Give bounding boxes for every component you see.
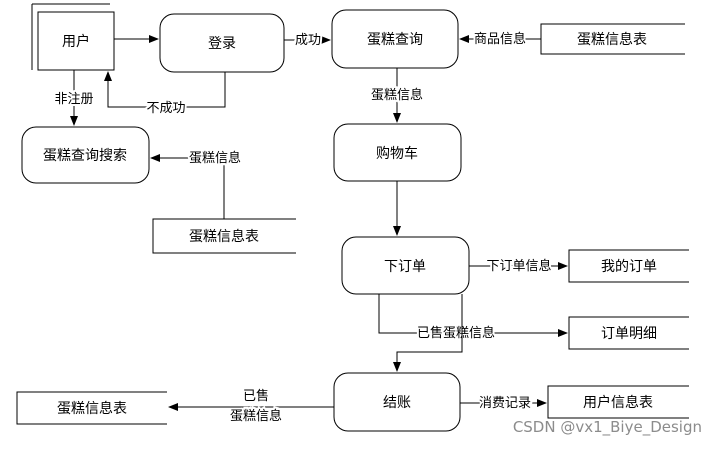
entity-user-label: 用户 <box>62 33 90 50</box>
flow-cake-info-down-label: 蛋糕信息 <box>371 87 423 103</box>
flow-product-info-label: 商品信息 <box>474 31 526 47</box>
store-user-info-table: 用户信息表 <box>547 385 689 419</box>
store-cake-info-table-mid-label: 蛋糕信息表 <box>189 228 259 245</box>
flow-order-to-details <box>378 294 568 337</box>
store-cake-info-table-bottom-label: 蛋糕信息表 <box>57 400 127 417</box>
flow-order-to-checkout <box>393 294 463 372</box>
flow-order-info-label: 下订单信息 <box>486 258 551 274</box>
process-cake-query-search: 蛋糕查询搜索 <box>21 126 150 184</box>
entity-user: 用户 <box>31 3 115 71</box>
process-place-order: 下订单 <box>341 236 470 295</box>
process-login-label: 登录 <box>208 36 236 52</box>
flow-sold-line2-label: 蛋糕信息 <box>230 408 282 424</box>
flow-consumption-record-label: 消费记录 <box>479 396 531 411</box>
store-cake-info-table-mid: 蛋糕信息表 <box>152 218 296 254</box>
store-my-orders: 我的订单 <box>568 249 689 283</box>
flow-success-label: 成功 <box>295 33 321 48</box>
store-cake-info-table-top: 蛋糕信息表 <box>540 23 685 55</box>
store-order-details-label: 订单明细 <box>601 326 657 342</box>
process-cake-query: 蛋糕查询 <box>331 9 459 69</box>
process-cart: 购物车 <box>333 123 462 182</box>
process-checkout: 结账 <box>333 372 461 432</box>
process-cart-label: 购物车 <box>376 145 418 162</box>
process-cake-query-search-label: 蛋糕查询搜索 <box>43 147 127 164</box>
process-cake-query-label: 蛋糕查询 <box>367 32 423 48</box>
flow-login-failed <box>104 71 226 108</box>
process-login: 登录 <box>159 13 285 73</box>
store-user-info-table-label: 用户信息表 <box>583 394 653 411</box>
flow-failed-label: 不成功 <box>146 101 185 116</box>
flow-not-registered-label: 非注册 <box>54 92 93 107</box>
store-cake-info-table-bottom: 蛋糕信息表 <box>16 391 167 425</box>
store-order-details: 订单明细 <box>568 316 689 350</box>
watermark-text: CSDN @vx1_Biye_Design <box>513 418 702 437</box>
store-my-orders-label: 我的订单 <box>601 259 657 275</box>
flow-store-to-search <box>150 154 225 219</box>
flow-sold-line1-label: 已售 <box>243 388 269 404</box>
process-place-order-label: 下订单 <box>384 259 426 275</box>
flow-sold-cake-info-label: 已售蛋糕信息 <box>417 325 495 341</box>
process-checkout-label: 结账 <box>383 395 411 411</box>
store-cake-info-table-top-label: 蛋糕信息表 <box>577 31 647 48</box>
flow-cake-info-left-label: 蛋糕信息 <box>189 150 241 166</box>
